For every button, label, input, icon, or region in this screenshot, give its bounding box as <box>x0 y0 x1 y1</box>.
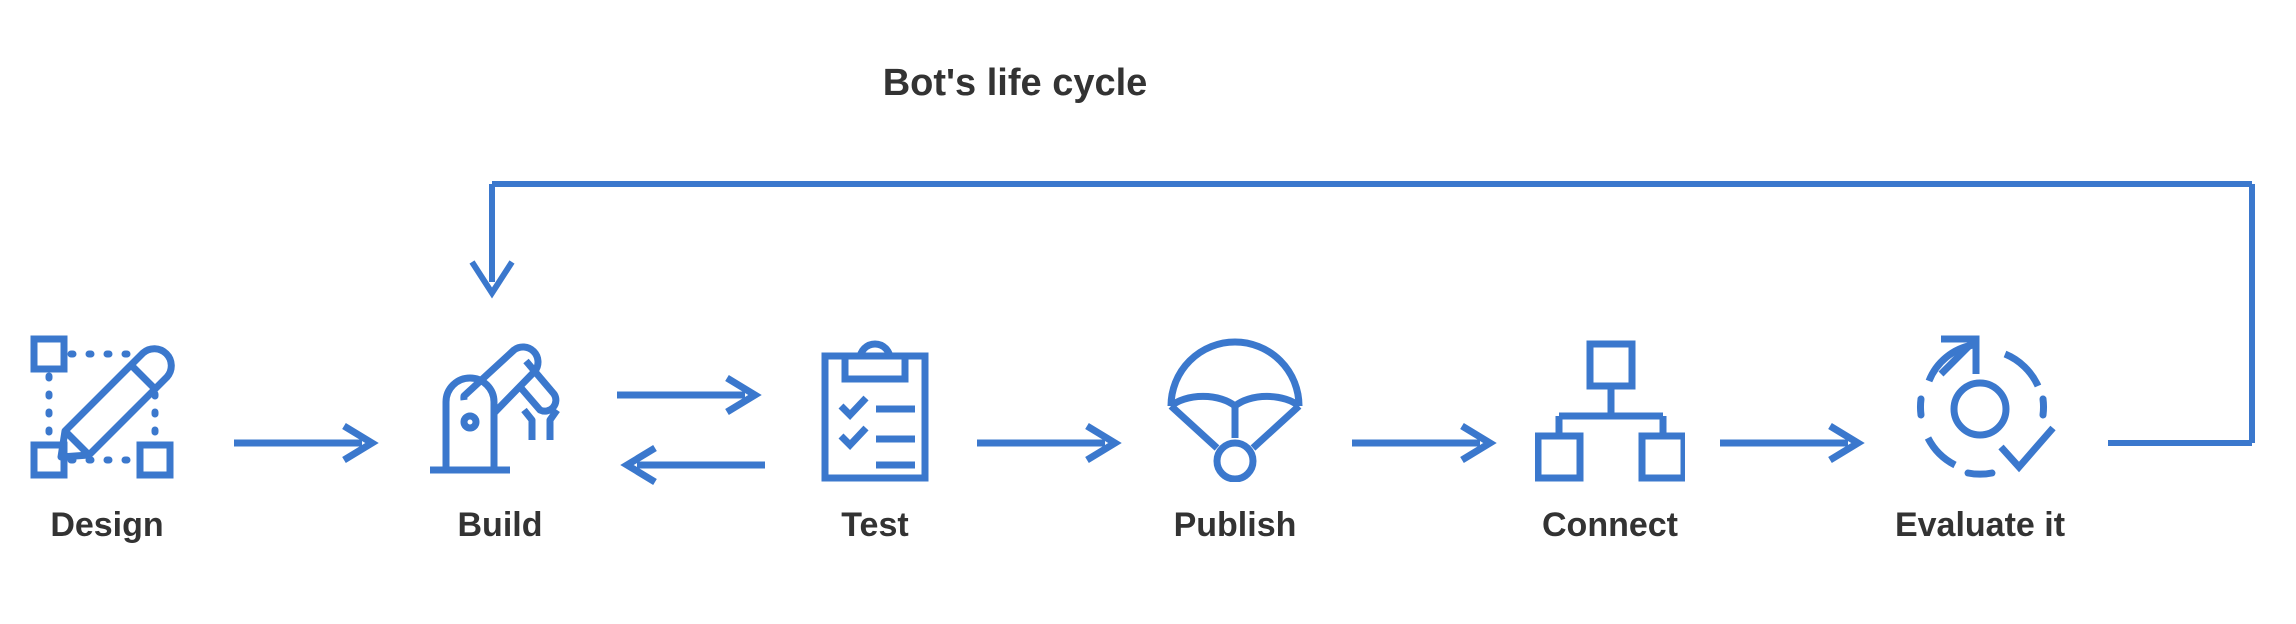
stage-connect-icon-box <box>1495 322 1725 492</box>
stage-connect-label: Connect <box>1542 506 1678 544</box>
feedback-loop-arrowhead <box>469 260 515 299</box>
page-title: Bot's life cycle <box>882 62 1148 104</box>
arrow-design-to-build <box>234 423 379 463</box>
stage-test-label: Test <box>841 506 909 544</box>
stage-evaluate[interactable]: Evaluate it <box>1865 322 2095 562</box>
parachute-icon <box>1167 338 1303 482</box>
stage-build-label: Build <box>457 506 543 544</box>
stage-publish[interactable]: Publish <box>1120 322 1350 562</box>
stage-build-icon-box <box>385 322 615 492</box>
stage-publish-label: Publish <box>1173 506 1297 544</box>
stage-design-label: Design <box>50 506 164 544</box>
stage-evaluate-icon-box <box>1865 322 2095 492</box>
arrow-connect-to-evaluate <box>1720 423 1865 463</box>
arrow-test-to-build <box>620 445 765 485</box>
title-container: Bot's life cycle <box>0 64 2030 102</box>
arrow-test-to-publish <box>977 423 1122 463</box>
refresh-check-circle-icon <box>1916 335 2056 478</box>
arrow-publish-to-connect <box>1352 423 1497 463</box>
stage-design[interactable]: Design <box>0 322 222 562</box>
robot-arm-icon <box>430 343 560 474</box>
stage-evaluate-label: Evaluate it <box>1894 506 2066 544</box>
pencil-selection-icon <box>30 335 175 479</box>
stage-test-icon-box <box>760 322 990 492</box>
stage-publish-icon-box <box>1120 322 1350 492</box>
stage-test[interactable]: Test <box>760 322 990 562</box>
arrow-build-to-test <box>617 375 762 415</box>
stage-design-icon-box <box>0 322 222 492</box>
hierarchy-icon <box>1535 340 1685 482</box>
stage-connect[interactable]: Connect <box>1495 322 1725 562</box>
clipboard-checklist-icon <box>821 340 929 482</box>
stage-build[interactable]: Build <box>385 322 615 562</box>
